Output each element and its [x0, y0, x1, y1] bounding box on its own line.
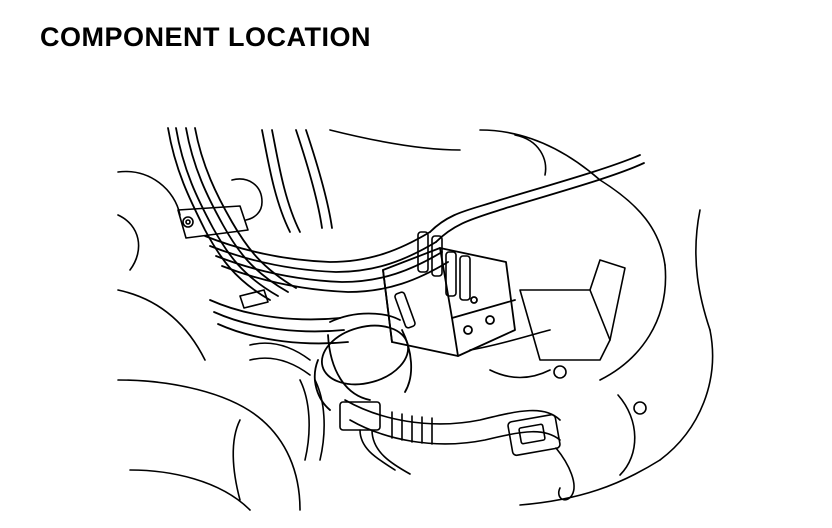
wiring-harness: [340, 400, 560, 474]
pump-motor: [315, 314, 415, 411]
bolt-icon: [183, 217, 193, 227]
electrical-connector: [507, 414, 574, 500]
support-bracket: [470, 260, 646, 414]
engine-bay-outline: [118, 130, 713, 510]
bolt-icon: [554, 366, 566, 378]
mounting-bracket: [178, 179, 268, 308]
brake-line-fittings: [394, 232, 470, 329]
abs-modulator-unit: [383, 248, 515, 356]
page-title: COMPONENT LOCATION: [40, 22, 371, 52]
coolant-hoses: [233, 343, 324, 500]
brake-lines: [168, 128, 644, 343]
bolt-icon: [634, 402, 646, 414]
